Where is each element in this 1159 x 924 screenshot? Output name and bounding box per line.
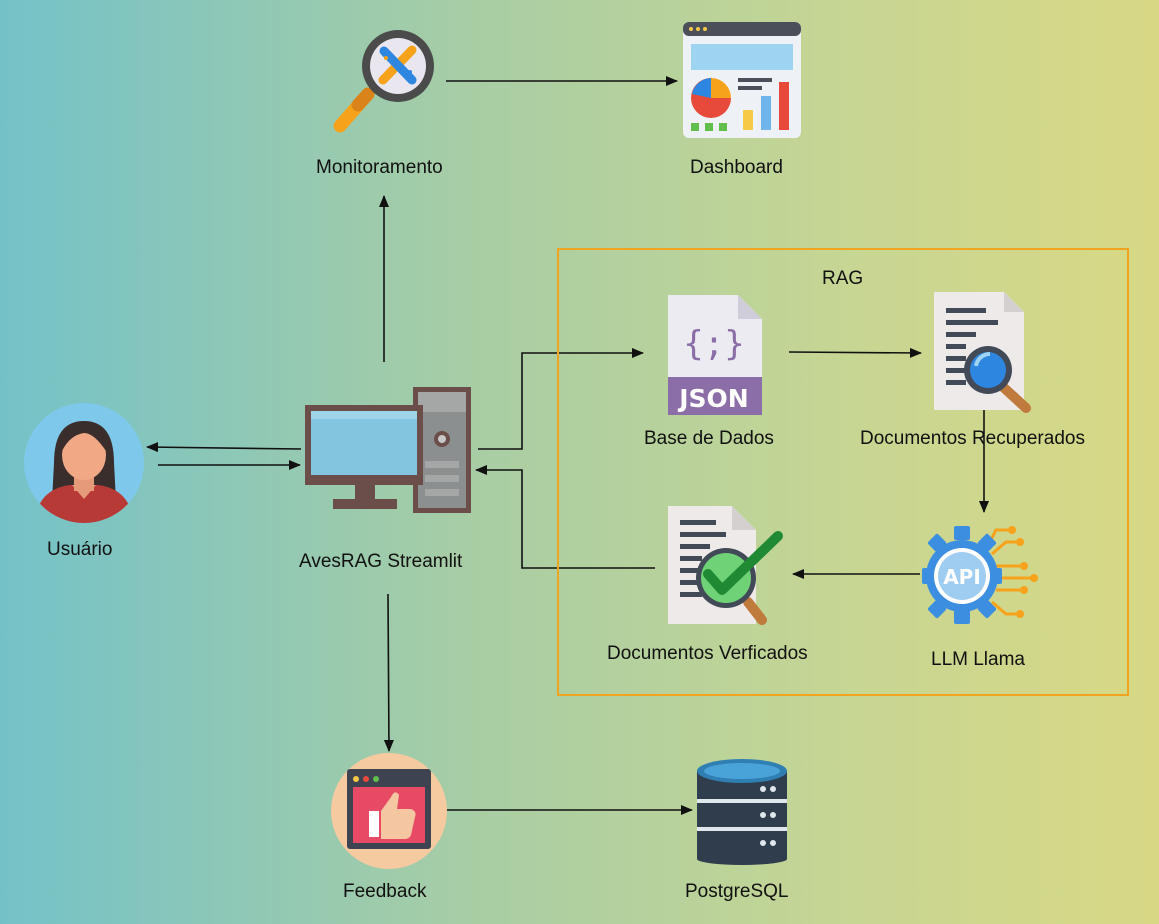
arrow-avesrag-basedados	[478, 348, 644, 450]
dashboard-icon	[683, 22, 801, 138]
arrow-basedados-docsrecuperados	[788, 347, 922, 358]
feedback-label: Feedback	[343, 881, 427, 902]
arrow-avesrag-usuario	[146, 442, 302, 453]
documentos-verificados-label: Documentos Verficados	[607, 643, 808, 664]
arrow-avesrag-feedback	[383, 593, 394, 752]
arrow-docsverificados-avesrag	[475, 465, 655, 569]
avesrag-label: AvesRAG Streamlit	[299, 551, 463, 572]
database-icon	[697, 759, 787, 865]
document-search-icon	[934, 292, 1031, 413]
rag-title: RAG	[822, 268, 864, 289]
thumbs-up-icon	[331, 753, 447, 869]
magnifier-icon	[333, 30, 434, 133]
dashboard-label: Dashboard	[690, 157, 783, 178]
json-braces-text: {;}	[683, 324, 744, 364]
api-gear-icon: API	[922, 526, 1038, 624]
json-label-text: JSON	[677, 384, 748, 413]
documentos-recuperados-label: Documentos Recuperados	[860, 428, 1085, 449]
monitoramento-label: Monitoramento	[316, 157, 443, 178]
api-label-text: API	[943, 565, 981, 589]
postgresql-label: PostgreSQL	[685, 881, 789, 902]
llm-label: LLM Llama	[931, 649, 1025, 670]
document-check-icon	[668, 506, 783, 625]
user-avatar-icon	[24, 403, 144, 523]
base-de-dados-label: Base de Dados	[644, 428, 774, 449]
rag-group-box	[557, 248, 1129, 696]
usuario-label: Usuário	[47, 539, 113, 560]
json-file-icon: {;} JSON	[668, 295, 762, 415]
desktop-computer-icon	[305, 387, 471, 513]
